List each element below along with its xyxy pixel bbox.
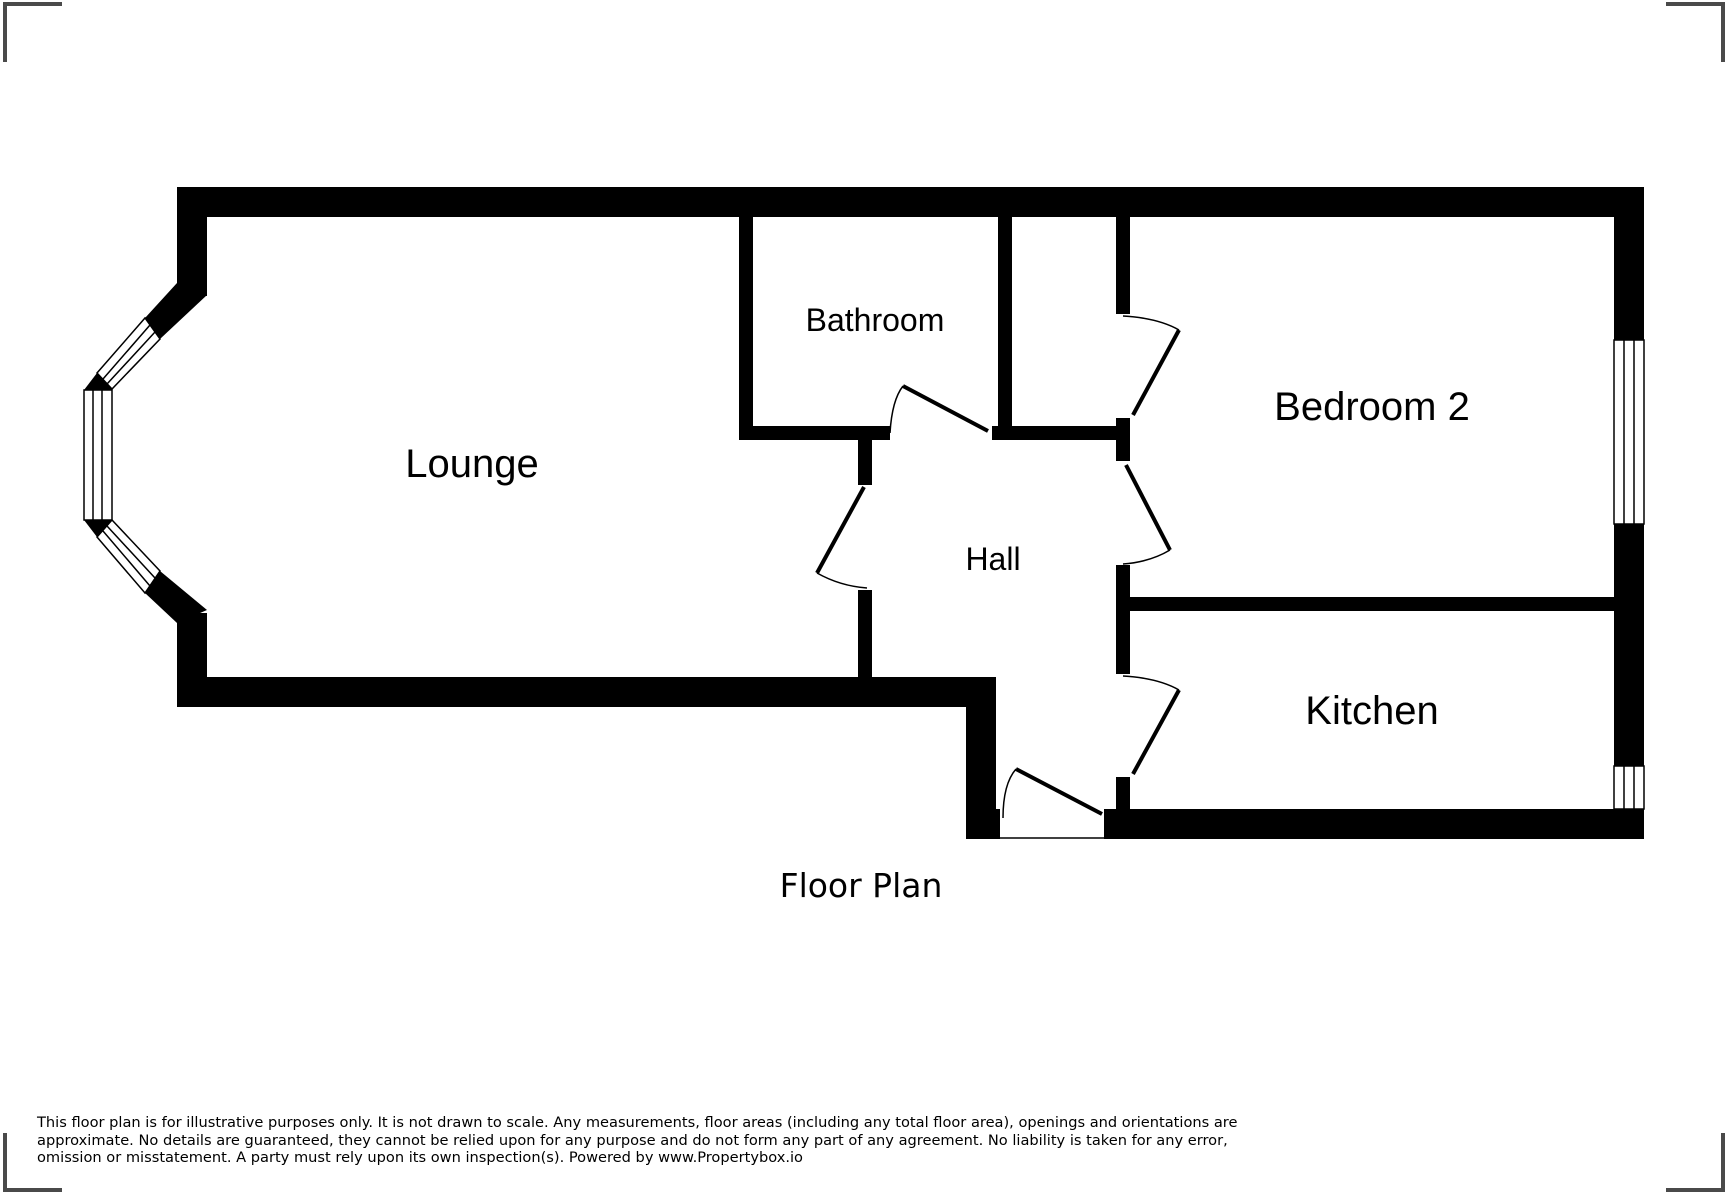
- wall-left-upper: [177, 187, 207, 296]
- wall-left-lower: [177, 613, 207, 707]
- window-bay-lower: [96, 518, 161, 595]
- window-kitchen: [1613, 765, 1645, 810]
- wall-kitchen-left-low: [1116, 777, 1130, 812]
- wall-bath-right: [998, 214, 1012, 440]
- room-label-lounge: Lounge: [405, 442, 538, 486]
- wall-bath-left: [739, 214, 753, 440]
- door-bathroom-leaf: [902, 384, 989, 433]
- wall-bath-bottom: [739, 426, 890, 440]
- wall-bath-bottom-right: [992, 426, 1116, 440]
- door-kitchen-leaf: [1131, 689, 1181, 775]
- disclaimer-text: This floor plan is for illustrative purp…: [37, 1114, 1238, 1166]
- wall-lounge-bottom: [177, 677, 996, 707]
- walls: [84, 187, 1644, 839]
- crop-mark-top-left: [3, 2, 62, 62]
- room-label-hall: Hall: [965, 541, 1020, 577]
- wall-bay-corner-top: [84, 373, 112, 390]
- wall-right-upper: [1614, 187, 1644, 340]
- window-bay-upper: [95, 316, 161, 391]
- door-lounge-swing: [816, 572, 868, 589]
- door-kitchen-swing: [1122, 675, 1180, 691]
- crop-mark-bottom-left: [3, 1133, 62, 1192]
- door-lounge-leaf: [815, 486, 866, 574]
- wall-bay-corner-bottom: [84, 520, 112, 537]
- wall-right-middle: [1614, 524, 1644, 766]
- room-label-kitchen: Kitchen: [1305, 689, 1438, 733]
- crop-mark-top-right: [1666, 2, 1725, 62]
- floor-plan-caption: Floor Plan: [780, 866, 943, 905]
- wall-top: [177, 187, 1644, 217]
- door-bedroom-upper-leaf: [1131, 329, 1181, 416]
- wall-lounge-hall-upper: [858, 440, 872, 485]
- wall-bottom-right: [1104, 809, 1644, 839]
- wall-lounge-hall-lower: [858, 590, 872, 680]
- room-label-bathroom: Bathroom: [806, 302, 945, 338]
- door-bedroom-upper-swing: [1122, 315, 1180, 331]
- wall-bed-kitchen: [1116, 597, 1614, 611]
- wall-bay-lower: [145, 571, 207, 623]
- crop-marks: [3, 2, 1725, 1192]
- wall-bay-upper: [145, 283, 207, 339]
- room-label-bedroom: Bedroom 2: [1274, 385, 1470, 429]
- door-bathroom-swing: [889, 385, 904, 434]
- door-entrance-swing: [1002, 768, 1017, 819]
- window-bedroom: [1613, 339, 1645, 525]
- door-bedroom-lower-leaf: [1124, 464, 1172, 551]
- door-entrance-leaf: [1015, 767, 1103, 816]
- wall-bed-left-low: [1116, 565, 1130, 674]
- door-bedroom-lower-swing: [1122, 549, 1171, 565]
- crop-mark-bottom-right: [1666, 1133, 1725, 1192]
- windows: [83, 316, 1645, 810]
- wall-bed-left-top: [1116, 214, 1130, 314]
- window-bay-front: [83, 389, 113, 521]
- doors: [815, 315, 1181, 839]
- wall-bed-left-mid: [1116, 418, 1130, 461]
